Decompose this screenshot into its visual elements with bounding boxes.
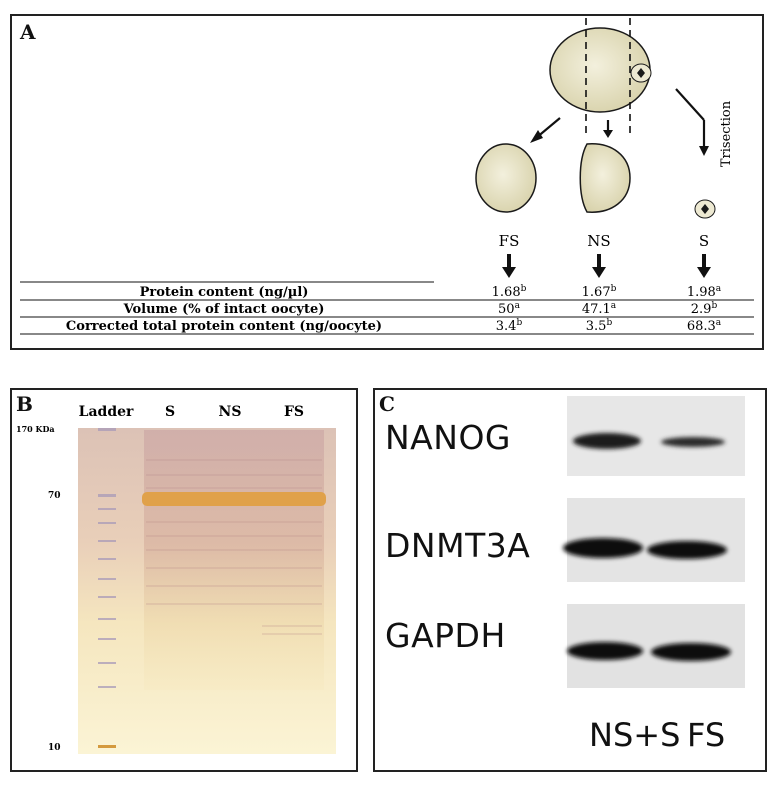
- lane-label-ladder: Ladder: [79, 404, 134, 420]
- gapdh-band-fs: [651, 643, 731, 661]
- ladder-bands: [98, 428, 116, 688]
- protein-label-dnmt3a: DNMT3A: [385, 526, 531, 565]
- lane-label-fs-c: FS: [687, 716, 726, 754]
- trisection-diagram: Trisection FS NS S Protein content (ng/µ…: [20, 18, 754, 335]
- arrow-to-fs: [530, 130, 543, 143]
- marker-10: 10: [48, 743, 61, 753]
- minor-bands: [146, 459, 322, 635]
- value-corrected-fs: 3.4b: [496, 318, 523, 334]
- lane-fs-smear: [262, 430, 324, 690]
- fragment-label-ns: NS: [587, 232, 610, 250]
- panel-c-label: C: [379, 392, 395, 416]
- value-volume-ns: 47.1a: [582, 301, 617, 317]
- fragment-label-fs: FS: [499, 232, 520, 250]
- nanog-band-ns-s: [573, 433, 641, 449]
- dnmt3a-band-fs: [647, 541, 727, 559]
- panel-b-label: B: [16, 392, 33, 416]
- value-protein-fs: 1.68b: [492, 284, 527, 300]
- dnmt3a-band-ns-s: [563, 538, 643, 558]
- trisection-label: Trisection: [719, 100, 734, 167]
- panel-a: A Trisection FS NS: [10, 14, 764, 350]
- row-label-protein-content: Protein content (ng/µl): [140, 285, 309, 300]
- lane-ns-smear: [204, 430, 262, 690]
- down-arrows: [502, 254, 711, 278]
- marker-70: 70: [48, 491, 61, 501]
- gapdh-band-ns-s: [567, 642, 643, 660]
- ladder-bottom-band: [98, 745, 116, 748]
- panel-c: C NANOG DNMT3A GAPDH NS+S FS: [373, 388, 767, 772]
- spindle-icon-s: [701, 204, 709, 214]
- ns-fragment: [579, 143, 631, 213]
- row-label-corrected-protein: Corrected total protein content (ng/oocy…: [66, 319, 382, 334]
- panel-a-label: A: [20, 20, 36, 44]
- row-label-volume: Volume (% of intact oocyte): [123, 302, 325, 317]
- value-corrected-s: 68.3a: [687, 318, 722, 334]
- arrow-to-ns: [603, 130, 613, 138]
- marker-170: 170 KDa: [16, 424, 55, 434]
- value-protein-ns: 1.67b: [582, 284, 617, 300]
- fragment-label-s: S: [699, 232, 709, 250]
- lane-label-ns-s: NS+S: [589, 716, 681, 754]
- lane-label-fs: FS: [284, 404, 304, 420]
- panel-b: B: [10, 388, 358, 772]
- value-volume-s: 2.9b: [691, 301, 718, 317]
- lane-label-s: S: [165, 404, 175, 420]
- lane-label-ns: NS: [219, 404, 242, 420]
- value-volume-fs: 50a: [498, 301, 521, 317]
- value-protein-s: 1.98a: [687, 284, 722, 300]
- value-corrected-ns: 3.5b: [586, 318, 613, 334]
- silver-stained-gel: Ladder S NS FS 170 KDa 70 10: [16, 404, 336, 754]
- nanog-band-fs: [661, 437, 725, 447]
- lane-s-smear: [144, 430, 204, 690]
- protein-label-nanog: NANOG: [385, 418, 511, 457]
- arrow-to-s: [699, 146, 709, 156]
- spindle-icon: [637, 68, 645, 78]
- fs-fragment: [475, 143, 537, 213]
- western-blots: [563, 396, 745, 688]
- protein-label-gapdh: GAPDH: [385, 616, 506, 655]
- major-band: [142, 492, 326, 506]
